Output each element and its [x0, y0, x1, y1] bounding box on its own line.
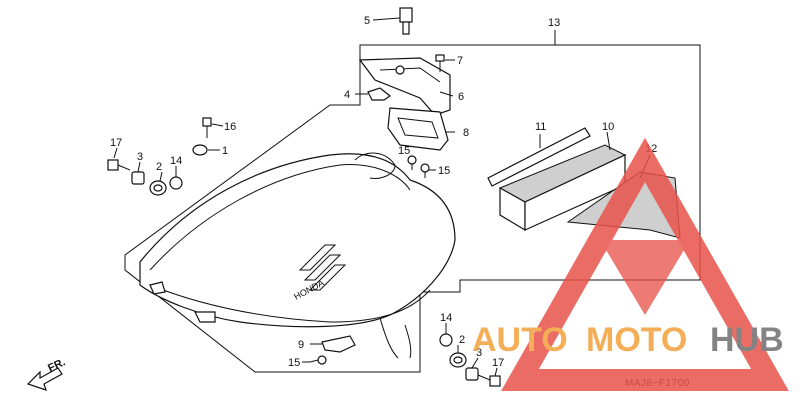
grommet-part-2-right	[449, 352, 467, 368]
watermark-hub: HUB	[710, 321, 784, 359]
collar-part-3-right	[465, 367, 479, 381]
assembly-boundary	[124, 44, 701, 373]
retainer-bracket-part-8	[387, 107, 449, 151]
callout-11: 11	[535, 121, 546, 133]
grommet-part-14-right	[439, 333, 453, 347]
bolt-part-16	[202, 117, 212, 138]
callout-7: 7	[457, 55, 463, 67]
callout-9: 9	[298, 339, 304, 351]
callout-8: 8	[463, 127, 469, 139]
callout-4: 4	[344, 89, 350, 101]
bolt-part-5	[399, 7, 413, 35]
callout-13: 13	[548, 17, 560, 29]
front-direction-arrow: FR.	[26, 356, 67, 391]
callout-2-right: 2	[459, 334, 465, 346]
callout-3-right: 3	[476, 347, 482, 359]
screw-part-15-upper	[407, 155, 430, 178]
grommet-part-14-left	[169, 176, 183, 190]
callout-17-right: 17	[492, 357, 504, 369]
screw-part-7	[435, 54, 445, 72]
watermark-auto: AUTO	[472, 321, 568, 359]
callout-numbers: 5 13 7 4 6 8 11 10 12 16 1 17 3 2 14 15 …	[110, 15, 657, 369]
watermark-triangle-logo	[501, 137, 789, 391]
grommet-part-1	[192, 144, 208, 156]
foam-pad-part-10	[498, 144, 627, 232]
callout-1: 1	[222, 145, 228, 157]
callout-17-left: 17	[110, 137, 122, 149]
callout-15-b: 15	[438, 165, 450, 177]
tank-cover: HONDA	[139, 152, 456, 359]
callout-16: 16	[224, 121, 236, 133]
callout-3-left: 3	[137, 151, 143, 163]
callout-5: 5	[364, 15, 370, 27]
bracket-part-9	[321, 335, 356, 353]
callout-14-right: 14	[440, 312, 452, 324]
bolt-part-17-left	[107, 159, 131, 171]
automotohub-watermark: AUTO MOTO HUB	[472, 137, 789, 391]
callout-15-c: 15	[288, 357, 300, 369]
grommet-part-2-left	[149, 180, 167, 196]
seal-strip-part-11	[487, 127, 591, 187]
screw-part-15-lower	[309, 355, 327, 365]
callout-10: 10	[602, 121, 614, 133]
callout-2-left: 2	[156, 161, 162, 173]
clip-part-4	[367, 87, 392, 101]
watermark-moto: MOTO	[586, 321, 687, 359]
front-direction-label: FR.	[46, 356, 67, 374]
collar-part-3-left	[131, 171, 145, 185]
callout-15-a: 15	[398, 145, 410, 157]
callout-14-left: 14	[170, 155, 182, 167]
upper-cover-part-6	[358, 57, 451, 116]
bolt-part-17-right	[477, 374, 501, 387]
callout-6: 6	[458, 91, 464, 103]
